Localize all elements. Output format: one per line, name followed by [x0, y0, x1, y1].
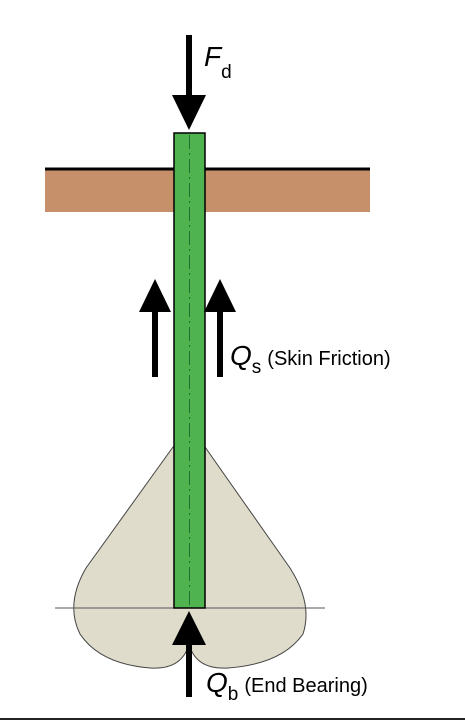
qs-arrow-left [139, 279, 171, 377]
qb-symbol: Q [206, 667, 228, 698]
fd-symbol: F [204, 41, 223, 72]
qs-description: (Skin Friction) [267, 348, 390, 370]
soil-layer [45, 169, 370, 212]
qb-arrow [172, 611, 206, 697]
qs-subscript: s [252, 357, 262, 378]
qb-description: (End Bearing) [244, 675, 367, 697]
fd-arrow [172, 35, 206, 130]
fd-subscript: d [221, 62, 232, 83]
qb-subscript: b [228, 684, 239, 705]
fd-label: Fd [204, 41, 232, 83]
qs-arrow-right [204, 279, 236, 377]
qs-symbol: Q [230, 340, 252, 371]
qs-label: Qs(Skin Friction) [230, 340, 391, 378]
qb-label: Qb(End Bearing) [206, 667, 368, 705]
